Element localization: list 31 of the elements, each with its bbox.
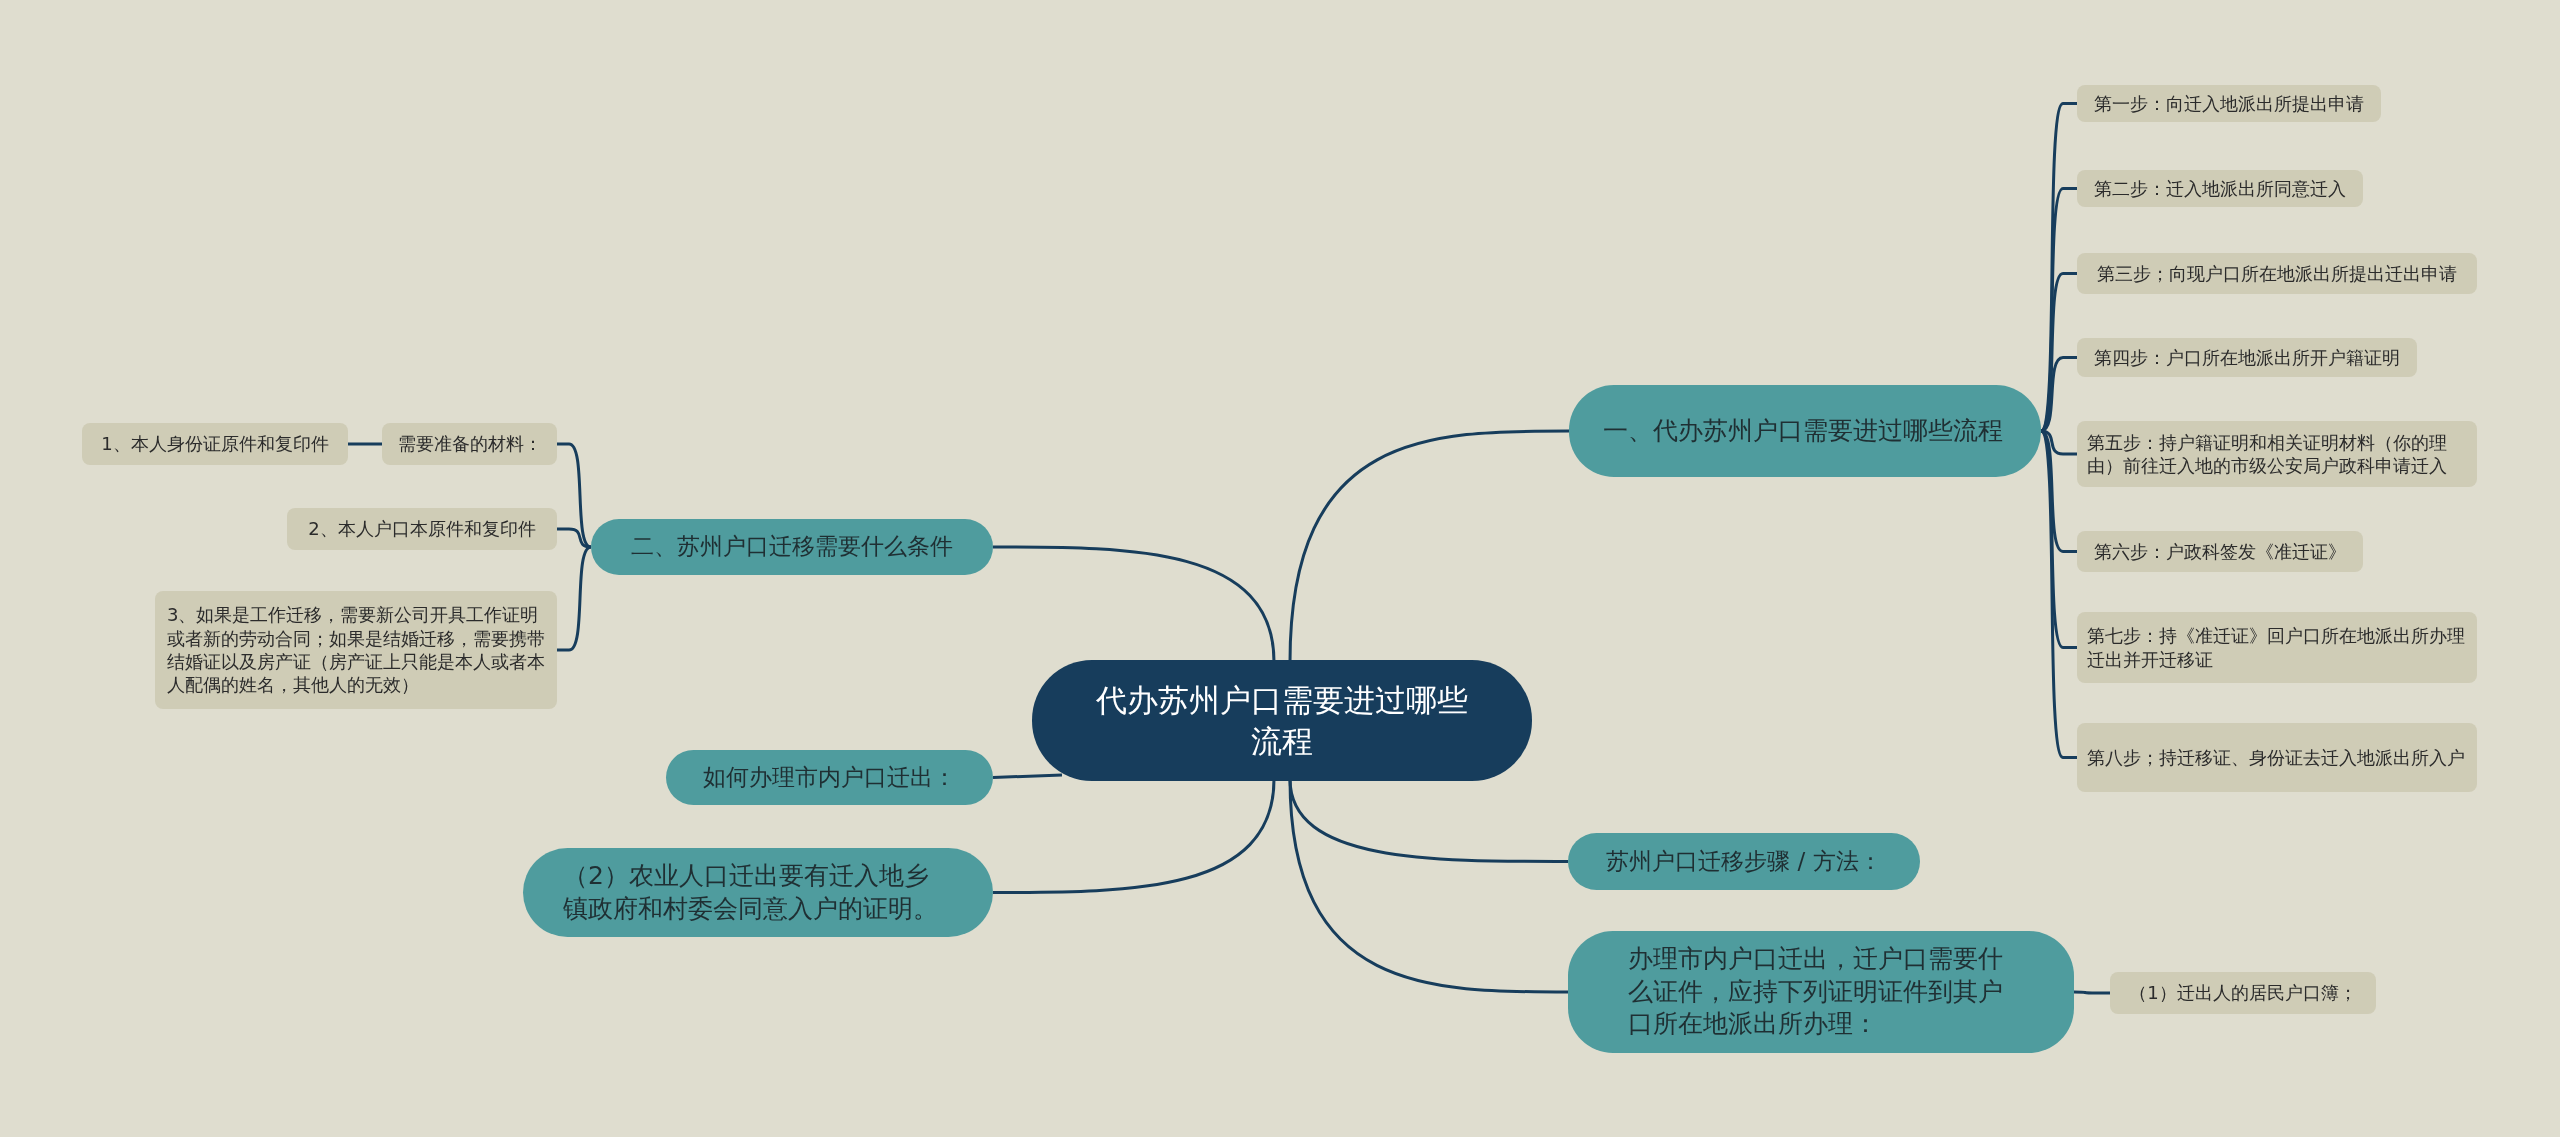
subtopic-box: 第四步：户口所在地派出所开户籍证明 [2077,338,2417,377]
topic-box: 苏州户口迁移步骤 / 方法： [1568,833,1920,890]
subtopic-box: 需要准备的材料： [382,423,557,465]
subtopic-box: 第六步：户政科签发《准迁证》 [2077,531,2363,572]
subtopic-box: 第二步：迁入地派出所同意迁入 [2077,170,2363,207]
connector-line [1288,429,1569,663]
subtopic-box: 第七步：持《准迁证》回户口所在地派出所办理迁出并开迁移证 [2077,612,2477,683]
subtopic-box: 第三步；向现户口所在地派出所提出迁出申请 [2077,253,2477,294]
connector-line [2039,187,2077,432]
subtopic-box: （1）迁出人的居民户口簿； [2110,972,2376,1014]
subtopic-box: 1、本人身份证原件和复印件 [82,423,348,465]
subtopic-box: 第一步：向迁入地派出所提出申请 [2077,85,2381,122]
connector-line [993,545,1276,663]
subtopic-box: 第八步；持迁移证、身份证去迁入地派出所入户 [2077,723,2477,792]
subtopic-box: 2、本人户口本原件和复印件 [287,508,557,550]
connector-line [2039,430,2077,759]
topic-box: 一、代办苏州户口需要进过哪些流程 [1569,385,2041,477]
connector-line [992,773,1063,779]
connector-line [557,545,592,652]
topic-box: 如何办理市内户口迁出： [666,750,993,805]
subtopic-box: 第五步：持户籍证明和相关证明材料（你的理由）前往迁入地的市级公安局户政科申请迁入 [2077,421,2477,487]
connector-line [993,778,1276,894]
subtopic-box: 3、如果是工作迁移，需要新公司开具工作证明或者新的劳动合同；如果是结婚迁移，需要携带结婚证以及房产证（房产证上只能是本人或者本人配偶的姓名，其他人的无效） [155,591,557,709]
connector-line [557,527,592,549]
connector-line [348,442,382,446]
central-topic: 代办苏州户口需要进过哪些流程 [1032,660,1532,781]
topic-box: 二、苏州户口迁移需要什么条件 [591,519,993,575]
connector-line [1288,778,1568,994]
topic-box: 办理市内户口迁出，迁户口需要什么证件，应持下列证明证件到其户口所在地派出所办理： [1568,931,2074,1053]
topic-box: （2）农业人口迁出要有迁入地乡镇政府和村委会同意入户的证明。 [523,848,993,937]
connector-line [2074,990,2110,995]
